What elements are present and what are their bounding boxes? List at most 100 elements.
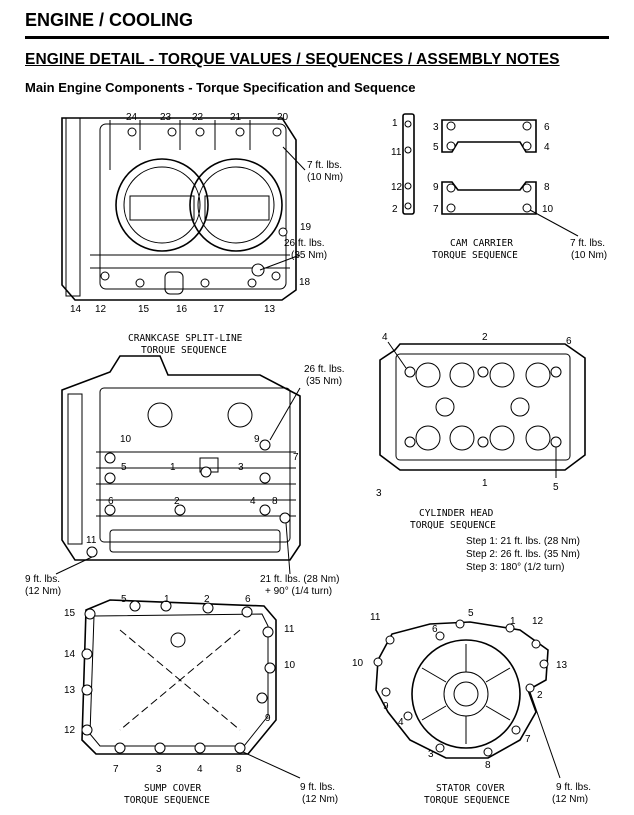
sump-number: 11 [284,624,295,635]
stator-number: 3 [428,749,434,760]
stator-number: 2 [537,690,543,701]
cam-number: 10 [542,204,554,215]
cam-carrier-numbers: 1 11 12 2 3 5 9 7 6 4 8 10 [391,118,554,215]
sump-cover-numbers: 15 5 1 2 6 11 14 10 13 9 12 7 3 4 8 [64,594,296,775]
crankcase-caption-line1: CRANKCASE SPLIT-LINE [128,333,243,344]
bearing-torque-plus-90: + 90° (1/4 turn) [265,586,332,597]
stator-caption-line2: TORQUE SEQUENCE [424,795,510,806]
sump-number: 13 [64,685,76,696]
bearing-torque-9-ftlb: 9 ft. lbs. [25,574,60,585]
bearing-number: 11 [86,535,97,546]
head-step-1: Step 1: 21 ft. lbs. (28 Nm) [466,536,580,547]
crankcase-bearing-diagram [55,355,301,575]
crankcase-caption-line2: TORQUE SEQUENCE [141,345,227,356]
crankcase-number: 24 [126,112,138,123]
crankcase-number: 18 [299,277,311,288]
cam-number: 7 [433,204,439,215]
page-subtitle: ENGINE DETAIL - TORQUE VALUES / SEQUENCE… [25,51,560,68]
page-header-title: ENGINE / COOLING [25,10,194,30]
cam-number: 11 [391,147,402,158]
sump-number: 2 [204,594,210,605]
cam-number: 1 [392,118,398,129]
crankcase-number: 21 [230,112,242,123]
stator-number: 4 [398,717,404,728]
cam-number: 9 [433,182,439,193]
stator-torque-12-nm: (12 Nm) [552,794,588,805]
sump-number: 12 [64,725,76,736]
bearing-number: 6 [108,496,114,507]
bearing-number: 4 [250,496,256,507]
stator-number: 9 [383,701,389,712]
sump-number: 7 [113,764,119,775]
crankcase-torque-10-nm: (10 Nm) [307,172,343,183]
stator-number: 1 [510,616,516,627]
cam-number: 3 [433,122,439,133]
section-title: Main Engine Components - Torque Specific… [25,80,416,95]
bearing-number: 3 [238,462,244,473]
stator-cover-numbers: 11 5 6 1 12 10 13 9 2 4 7 3 8 [352,608,568,771]
cam-number: 12 [391,182,403,193]
crankcase-number: 14 [70,304,82,315]
head-number: 2 [482,332,488,343]
sump-number: 5 [121,594,127,605]
cam-carrier-diagram [402,113,579,237]
sump-torque-9-ftlb: 9 ft. lbs. [300,782,335,793]
bearing-number: 8 [272,496,278,507]
head-step-2: Step 2: 26 ft. lbs. (35 Nm) [466,549,580,560]
bearing-torque-26-ftlb: 26 ft. lbs. [304,364,345,375]
sump-number: 14 [64,649,76,660]
crankcase-number: 17 [213,304,225,315]
cam-number: 5 [433,142,439,153]
head-number: 4 [382,332,388,343]
crankcase-number: 20 [277,112,289,123]
bearing-number: 1 [170,462,176,473]
stator-number: 13 [556,660,568,671]
bearing-torque-35-nm: (35 Nm) [306,376,342,387]
stator-cover-diagram [373,619,561,779]
crankcase-number: 22 [192,112,204,123]
crankcase-number: 19 [300,222,312,233]
cam-torque-7-ftlb: 7 ft. lbs. [570,238,605,249]
stator-number: 11 [370,612,381,623]
crankcase-number: 15 [138,304,150,315]
crankcase-number: 16 [176,304,188,315]
stator-number: 10 [352,658,364,669]
crankcase-torque-7-ftlb: 7 ft. lbs. [307,160,342,171]
stator-number: 5 [468,608,474,619]
header-rule [25,36,609,39]
head-number: 1 [482,478,488,489]
stator-number: 6 [432,624,438,635]
cam-torque-10-nm: (10 Nm) [571,250,607,261]
cam-caption-line1: CAM CARRIER [450,238,513,249]
head-step-3: Step 3: 180° (1/2 turn) [466,562,565,573]
sump-number: 10 [284,660,296,671]
crankcase-torque-35-nm: (35 Nm) [291,250,327,261]
cylinder-head-numbers: 4 2 6 3 1 5 [376,332,572,499]
cam-caption-line2: TORQUE SEQUENCE [432,250,518,261]
sump-caption-line1: SUMP COVER [144,783,201,794]
sump-cover-diagram [81,599,301,779]
sump-number: 3 [156,764,162,775]
bearing-number: 10 [120,434,132,445]
bearing-number: 7 [293,452,299,463]
head-number: 3 [376,488,382,499]
sump-number: 15 [64,608,76,619]
crankcase-number: 13 [264,304,276,315]
bearing-torque-12-nm: (12 Nm) [25,586,61,597]
sump-number: 8 [236,764,242,775]
head-number: 6 [566,336,572,347]
crankcase-bearing-numbers: 10 9 7 5 1 3 6 2 4 8 11 [86,434,299,546]
crankcase-number: 23 [160,112,172,123]
stator-number: 7 [525,734,531,745]
bearing-number: 5 [121,462,127,473]
sump-caption-line2: TORQUE SEQUENCE [124,795,210,806]
head-number: 5 [553,482,559,493]
crankcase-torque-26-ftlb: 26 ft. lbs. [284,238,325,249]
crankcase-split-line-diagram [61,117,306,301]
cam-number: 6 [544,122,550,133]
cam-number: 4 [544,142,550,153]
cam-number: 2 [392,204,398,215]
stator-torque-9-ftlb: 9 ft. lbs. [556,782,591,793]
cam-number: 8 [544,182,550,193]
bearing-torque-21-ftlb: 21 ft. lbs. (28 Nm) [260,574,339,585]
